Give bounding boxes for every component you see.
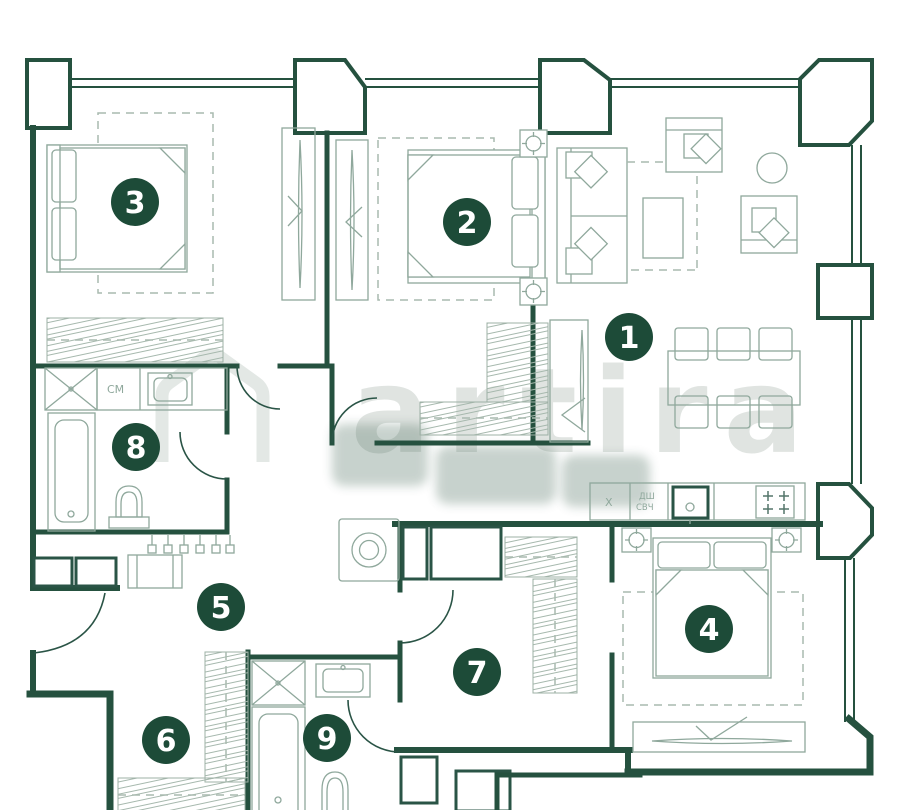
watermark-blur-block <box>332 424 428 486</box>
room-badge-8: 8 <box>112 423 160 471</box>
coat-hooks <box>147 535 235 554</box>
room6 <box>117 651 249 810</box>
room3-rug-dashed <box>97 112 214 294</box>
room-number: 4 <box>699 613 720 648</box>
fridge-label: X <box>605 496 613 509</box>
corridor-cabinet <box>429 525 503 581</box>
exterior-walls <box>25 58 874 810</box>
room-badge-3: 3 <box>111 178 159 226</box>
wall-sconce <box>771 527 802 553</box>
room2-cabinet <box>335 139 369 301</box>
room-number: 3 <box>125 186 146 221</box>
room-badge-4: 4 <box>685 605 733 653</box>
room-badge-1: 1 <box>605 313 653 361</box>
room6-wardrobe-vertical <box>204 651 249 783</box>
room3-cabinet <box>281 127 316 301</box>
balcony-lower <box>399 755 643 810</box>
washing-machine <box>338 518 400 582</box>
hall-corridor7-door-arc <box>399 589 454 644</box>
pier-east-2 <box>816 482 874 560</box>
armchair <box>740 195 798 254</box>
armchair <box>665 117 723 173</box>
room6-wardrobe-bottom <box>117 777 246 810</box>
coffee-table <box>642 197 684 259</box>
room-badge-7: 7 <box>453 648 501 696</box>
kitchen-counter: X ДШ СВЧ <box>589 482 806 524</box>
bathtub <box>251 706 306 810</box>
toilet <box>108 485 150 529</box>
room-number: 5 <box>211 591 232 626</box>
washbasin <box>315 663 371 698</box>
room-number: 9 <box>317 722 338 757</box>
hall-wardrobe <box>549 319 589 443</box>
room-badges: 1 2 3 4 5 6 7 8 <box>111 178 733 764</box>
room2-double-bed <box>407 149 546 284</box>
balcony-box <box>399 755 439 805</box>
room3-wardrobe <box>46 317 224 363</box>
room-badge-5: 5 <box>197 583 245 631</box>
room-badge-9: 9 <box>303 714 351 762</box>
dining-table <box>667 350 801 406</box>
balcony-wall <box>494 772 643 810</box>
pier-corner-ne <box>798 58 874 147</box>
corridor-cabinet <box>401 525 429 581</box>
dishwasher-label: ДШ <box>639 492 655 502</box>
shower-tray <box>44 367 98 411</box>
corridor-wardrobe-L <box>504 536 578 694</box>
room-badge-2: 2 <box>443 198 491 246</box>
sofa <box>556 147 628 284</box>
entry-door-arc <box>33 592 106 654</box>
tv-zone-dashed <box>627 161 698 271</box>
pier-top-2 <box>293 58 367 135</box>
hall-corridor-door-arc <box>236 365 281 410</box>
room-number: 2 <box>457 206 478 241</box>
room-badge-6: 6 <box>142 716 190 764</box>
kitchen-sink <box>671 485 710 524</box>
wall-sconce <box>621 527 652 553</box>
corridor7 <box>401 525 578 694</box>
room3-bedroom <box>46 112 316 363</box>
room9-bathroom <box>251 660 371 810</box>
room8-bathroom: СМ <box>44 367 228 532</box>
watermark-blur-block <box>436 446 556 504</box>
watermark-house-icon <box>155 348 270 462</box>
bathroom9-door-arc <box>347 699 401 753</box>
pier-top-left <box>25 58 72 130</box>
watermark-blur-block <box>562 455 650 507</box>
wall-sconce <box>519 277 548 306</box>
shower-tray <box>251 660 306 706</box>
room-number: 8 <box>126 431 147 466</box>
wall-sconce <box>519 129 548 158</box>
vanity-counter: СМ <box>96 367 228 411</box>
side-table-round <box>756 152 788 184</box>
room-number: 1 <box>619 321 640 356</box>
bathtub <box>47 412 96 532</box>
bathroom8-door-arc <box>179 431 228 480</box>
room2-bedroom <box>335 129 549 436</box>
room1-living: X ДШ СВЧ <box>549 117 806 524</box>
toilet <box>321 771 349 810</box>
pier-east-1 <box>816 263 874 320</box>
microwave-label: СВЧ <box>636 503 654 513</box>
window-sill <box>632 716 806 753</box>
storage-nook <box>32 556 118 588</box>
washing-machine-label: СМ <box>107 383 124 396</box>
room2-wardrobe <box>419 401 549 436</box>
room-number: 7 <box>467 656 488 691</box>
watermark: artira <box>155 342 803 507</box>
hallway5 <box>32 518 400 589</box>
bench <box>127 554 183 589</box>
dining-set <box>667 327 801 429</box>
room2-shelving <box>486 322 549 403</box>
stove-burners <box>755 485 795 519</box>
bedroom2-door-arc <box>331 397 378 444</box>
room-number: 6 <box>156 724 177 759</box>
pier-top-3 <box>538 58 612 135</box>
